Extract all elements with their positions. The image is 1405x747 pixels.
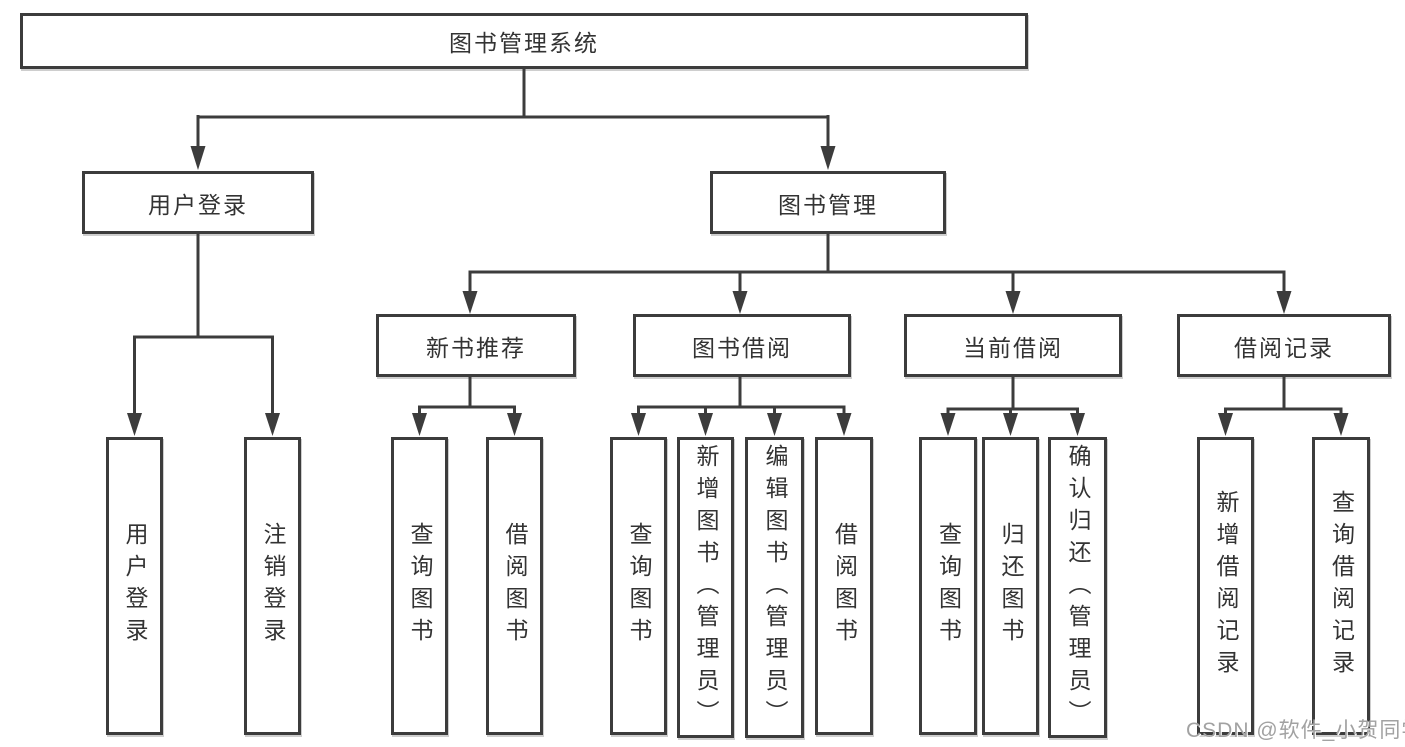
connector-recommend-to-leaves	[418, 377, 516, 414]
leaf-query-borrow-record-label: 查询借阅记录	[1328, 490, 1355, 682]
node-root-system: 图书管理系统	[20, 13, 1028, 69]
connector-records-to-leaves	[1224, 377, 1343, 414]
node-root-label: 图书管理系统	[449, 30, 599, 56]
leaf-add-books-admin: 新增图书（管理员）	[677, 437, 734, 738]
node-new-book-recommend: 新书推荐	[376, 314, 576, 377]
leaf-add-borrow-record: 新增借阅记录	[1197, 437, 1254, 735]
leaf-borrow-books-label: 借阅图书	[831, 522, 858, 650]
leaf-user-login: 用户登录	[106, 437, 163, 735]
leaf-query-books-recommend: 查询图书	[391, 437, 448, 735]
leaf-query-books-borrow-label: 查询图书	[626, 522, 652, 650]
node-new-book-recommend-label: 新书推荐	[426, 334, 526, 361]
leaf-confirm-return-admin: 确认归还（管理员）	[1048, 437, 1107, 738]
leaf-add-borrow-record-label: 新增借阅记录	[1213, 490, 1239, 682]
leaf-add-books-admin-label: 新增图书（管理员）	[693, 443, 719, 732]
csdn-watermark: CSDN @软件_小贺同学	[1186, 719, 1405, 742]
connector-book-mgmt-to-level2	[468, 234, 1286, 292]
leaf-query-borrow-record: 查询借阅记录	[1312, 437, 1370, 735]
node-borrow-records-label: 借阅记录	[1234, 334, 1334, 361]
leaf-borrow-books: 借阅图书	[815, 437, 873, 735]
connector-borrow-to-leaves	[637, 377, 846, 414]
arrowheads	[127, 146, 1349, 436]
leaf-confirm-return-admin-label: 确认归还（管理员）	[1065, 443, 1091, 732]
node-book-management: 图书管理	[710, 171, 946, 234]
node-user-login: 用户登录	[82, 171, 314, 234]
node-borrow-records: 借阅记录	[1177, 314, 1391, 377]
node-book-management-label: 图书管理	[778, 191, 878, 218]
leaf-user-login-label: 用户登录	[122, 522, 148, 650]
leaf-query-books-recommend-label: 查询图书	[407, 522, 433, 650]
node-book-borrow-label: 图书借阅	[692, 334, 792, 361]
leaf-edit-books-admin-label: 编辑图书（管理员）	[762, 443, 788, 732]
connector-current-to-leaves	[946, 377, 1079, 414]
leaf-borrow-books-recommend: 借阅图书	[486, 437, 543, 735]
leaf-borrow-books-recommend-label: 借阅图书	[502, 522, 528, 650]
leaf-logout: 注销登录	[244, 437, 301, 735]
node-current-borrow-label: 当前借阅	[963, 334, 1063, 361]
leaf-logout-label: 注销登录	[260, 522, 286, 650]
leaf-return-books-label: 归还图书	[998, 522, 1024, 650]
leaf-query-books-borrow: 查询图书	[610, 437, 667, 735]
node-user-login-label: 用户登录	[148, 191, 248, 218]
connector-user-login-to-leaves	[133, 234, 274, 414]
leaf-query-books-current-label: 查询图书	[935, 522, 962, 650]
connector-root-to-level1	[196, 69, 830, 147]
leaf-return-books: 归还图书	[982, 437, 1039, 735]
leaf-edit-books-admin: 编辑图书（管理员）	[745, 437, 804, 738]
node-book-borrow: 图书借阅	[633, 314, 851, 377]
leaf-query-books-current: 查询图书	[919, 437, 977, 735]
node-current-borrow: 当前借阅	[904, 314, 1122, 377]
